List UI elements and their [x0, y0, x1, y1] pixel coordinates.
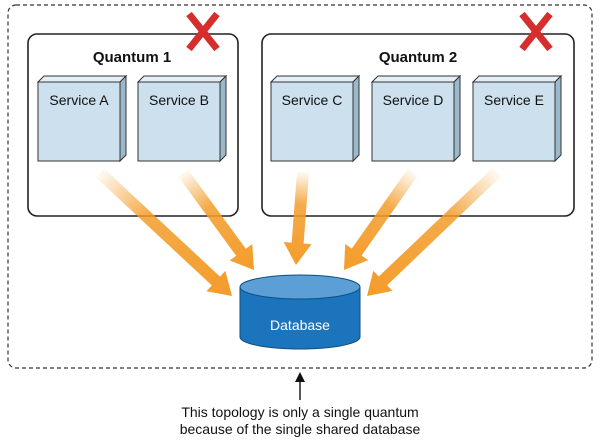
service-d-label: Service D [383, 92, 444, 108]
caption-line-1: This topology is only a single quantum [181, 404, 419, 420]
cross-icon [186, 11, 220, 52]
service-e-label: Service E [484, 92, 544, 108]
service-c-label: Service C [282, 92, 343, 108]
arrow-to-database [344, 168, 418, 270]
cross-icon [519, 11, 553, 52]
service-a-box: Service A [36, 74, 128, 163]
caption-pointer-arrow [295, 372, 305, 400]
service-d-box: Service D [370, 74, 462, 163]
arrow-to-database [367, 167, 502, 296]
database-cylinder: Database [239, 274, 361, 350]
service-e-box: Service E [471, 74, 563, 163]
service-a-label: Service A [49, 92, 109, 108]
arrow-to-database [178, 169, 254, 270]
arrows [95, 167, 502, 296]
caption: This topology is only a single quantum b… [120, 404, 480, 438]
service-c-box: Service C [269, 74, 361, 163]
quantum-2-title: Quantum 2 [379, 49, 457, 66]
quantum-1-title: Quantum 1 [93, 49, 171, 66]
service-b-box: Service B [136, 74, 228, 163]
service-b-label: Service B [149, 92, 209, 108]
arrow-to-database [283, 171, 312, 265]
database-label: Database [270, 317, 330, 333]
single-quantum-boundary [7, 4, 593, 369]
caption-line-2: because of the single shared database [179, 421, 421, 437]
arrow-to-database [95, 168, 233, 296]
